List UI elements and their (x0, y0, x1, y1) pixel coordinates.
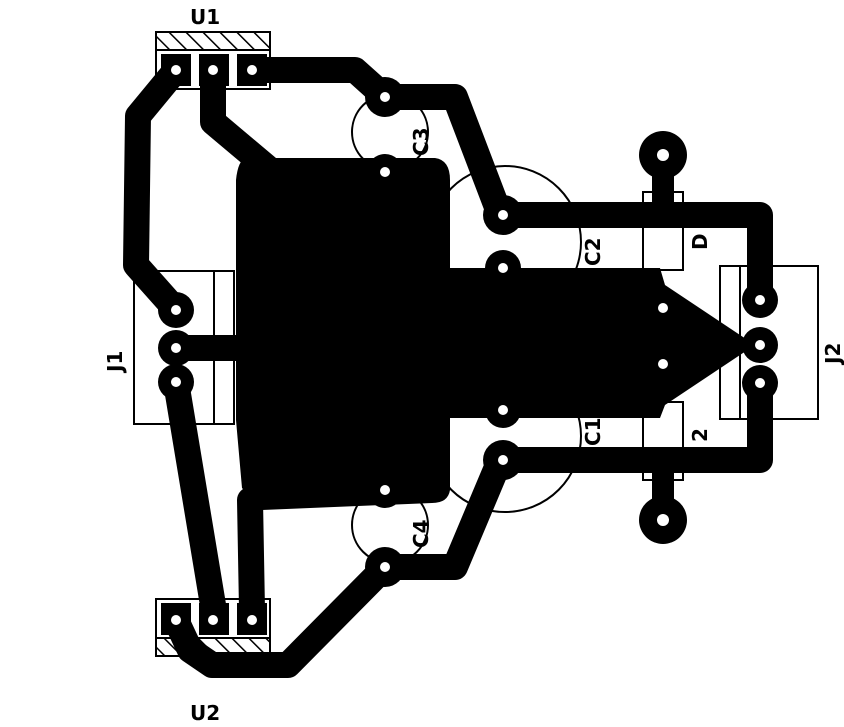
label-j2: J2 (821, 343, 844, 366)
trace-j1-u2 (163, 369, 226, 618)
label-c2: C2 (581, 237, 605, 266)
label-u2: U2 (190, 701, 220, 725)
label-d1: D (688, 233, 712, 250)
drill-holes (171, 65, 765, 625)
label-c1: C1 (581, 417, 605, 446)
label-c4: C4 (409, 519, 433, 548)
labels-layer: U1 U2 J1 J2 C3 C4 C2 C1 D 2 (103, 5, 844, 725)
ground-pour (236, 158, 755, 510)
trace-u1-out (239, 57, 773, 313)
label-d2: 2 (688, 428, 712, 442)
label-u1: U1 (190, 5, 220, 29)
label-c3: C3 (409, 127, 433, 156)
label-j1: J1 (103, 351, 127, 374)
trace-u1-gnd (200, 57, 283, 183)
trace-u1-j1 (123, 57, 189, 323)
trace-u2-gnd (237, 487, 265, 623)
